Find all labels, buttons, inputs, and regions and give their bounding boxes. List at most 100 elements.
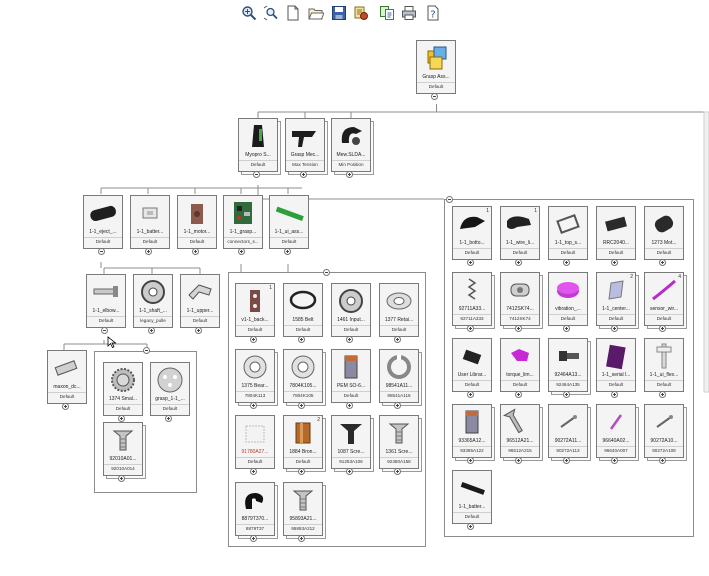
component-node-b1[interactable]: 1-1_eject_...Default (83, 195, 123, 255)
component-card[interactable]: 7804K105...7804K105 (283, 349, 323, 403)
component-node-r12[interactable]: torque_lim...Default (500, 338, 540, 398)
group-collapse-icon[interactable] (143, 347, 150, 354)
component-card[interactable]: 90272A11...90272A113 (548, 404, 588, 458)
component-card[interactable]: 1-1_shaft_...legacy_pulle (133, 274, 173, 328)
expand-icon[interactable] (659, 457, 666, 464)
zoom-fit-button[interactable] (240, 3, 258, 22)
component-card[interactable]: 1-1_eject_...Default (83, 195, 123, 249)
component-card[interactable]: 90272A10...90272A108 (644, 404, 684, 458)
component-node-m5[interactable]: 1375 Bear...7804K113 (235, 349, 278, 409)
component-card[interactable]: 1-1_elbow...Default (86, 274, 126, 328)
component-card[interactable]: 98541A11...98541A116 (379, 349, 419, 403)
component-card[interactable]: 1-1_motor...Default (177, 195, 217, 249)
expand-icon[interactable] (659, 259, 666, 266)
component-card[interactable]: 1461 Input...Default (331, 283, 371, 337)
expand-icon[interactable] (346, 336, 353, 343)
component-card[interactable]: PEM SO-6...Default (331, 349, 371, 403)
component-node-b2[interactable]: 1-1_batter...Default (130, 195, 170, 255)
component-node-a1[interactable]: Myopro S...Default (238, 118, 281, 178)
expand-icon[interactable] (515, 457, 522, 464)
collapse-icon[interactable] (253, 171, 260, 178)
help-button[interactable]: ? (424, 3, 442, 22)
component-node-r5[interactable]: 1273 Mot...Default (644, 206, 684, 266)
expand-icon[interactable] (659, 325, 666, 332)
component-card[interactable]: 1377 Retai...Default (379, 283, 419, 337)
copy-button[interactable] (378, 3, 396, 22)
component-card[interactable]: 1-1_grasp...connectors_s... (223, 195, 263, 249)
expand-icon[interactable] (394, 336, 401, 343)
component-node-r6[interactable]: 92711A33...92711A333 (452, 272, 495, 332)
expand-icon[interactable] (467, 391, 474, 398)
component-card[interactable]: torque_lim...Default (500, 338, 540, 392)
component-card[interactable]: 96640A02...96640A007 (596, 404, 636, 458)
component-card[interactable]: 1-1_upper...Default (180, 274, 220, 328)
component-node-r8[interactable]: vibration_...Default (548, 272, 588, 332)
expand-icon[interactable] (515, 259, 522, 266)
component-node-r17[interactable]: 96512A21...96512A215 (500, 404, 543, 464)
component-node-r14[interactable]: 1-1_serial l...Default (596, 338, 636, 398)
expand-icon[interactable] (298, 468, 305, 475)
expand-icon[interactable] (300, 171, 307, 178)
component-node-b3[interactable]: 1-1_motor...Default (177, 195, 217, 255)
expand-icon[interactable] (118, 415, 125, 422)
component-card[interactable]: 1361 Scre...92380A158 (379, 415, 419, 469)
expand-icon[interactable] (563, 325, 570, 332)
zoom-area-button[interactable] (262, 3, 280, 22)
expand-icon[interactable] (250, 468, 257, 475)
expand-icon[interactable] (563, 457, 570, 464)
component-card[interactable]: 7412SK74...7412SK74 (500, 272, 540, 326)
new-button[interactable] (284, 3, 302, 22)
expand-icon[interactable] (467, 325, 474, 332)
expand-icon[interactable] (62, 403, 69, 410)
save-button[interactable] (330, 3, 348, 22)
print-button[interactable] (400, 3, 418, 22)
component-card[interactable]: Grasp Mec...Max Tension (285, 118, 325, 172)
expand-icon[interactable] (659, 391, 666, 398)
group-collapse-icon[interactable] (323, 269, 330, 276)
component-card[interactable]: maxon_dc...Default (47, 350, 87, 404)
component-node-m11[interactable]: 1087 Scre...91253A106 (331, 415, 374, 475)
expand-icon[interactable] (611, 391, 618, 398)
component-node-m6[interactable]: 7804K105...7804K105 (283, 349, 326, 409)
component-card[interactable]: grasp_1-1_...Default (150, 362, 190, 416)
expand-icon[interactable] (284, 248, 291, 255)
component-node-a3[interactable]: Mew.SLDA...Min Position (331, 118, 374, 178)
component-card[interactable]: 8879T370...8879T37 (235, 482, 275, 536)
component-card[interactable]: vibration_...Default (548, 272, 588, 326)
component-node-d1[interactable]: 1374 Smal...Default (103, 362, 143, 422)
component-node-c2[interactable]: 1-1_shaft_...legacy_pulle (133, 274, 173, 334)
component-card[interactable]: Grasp Ass...Default (416, 40, 456, 94)
expand-icon[interactable] (611, 259, 618, 266)
component-card[interactable]: Mew.SLDA...Min Position (331, 118, 371, 172)
component-node-r3[interactable]: 1-1_top_s...Default (548, 206, 588, 266)
expand-icon[interactable] (467, 523, 474, 530)
expand-icon[interactable] (394, 468, 401, 475)
expand-icon[interactable] (346, 468, 353, 475)
component-card[interactable]: 96512A21...96512A215 (500, 404, 540, 458)
component-card[interactable]: 1-1_ui_flex...Default (644, 338, 684, 392)
group-collapse-icon[interactable] (446, 196, 453, 203)
component-node-r18[interactable]: 90272A11...90272A113 (548, 404, 591, 464)
component-node-m12[interactable]: 1361 Scre...92380A158 (379, 415, 422, 475)
component-node-c1[interactable]: 1-1_elbow...Default (86, 274, 126, 334)
expand-icon[interactable] (298, 402, 305, 409)
component-card[interactable]: 1-1_batter...Default (130, 195, 170, 249)
component-node-r13[interactable]: 92464A13...92464A135 (548, 338, 591, 398)
component-node-b5[interactable]: 1-1_ui_ass...Default (269, 195, 309, 255)
expand-icon[interactable] (515, 325, 522, 332)
component-card[interactable]: 1374 Smal...Default (103, 362, 143, 416)
expand-icon[interactable] (250, 402, 257, 409)
expand-icon[interactable] (165, 415, 172, 422)
component-node-m9[interactable]: 91780A27...Default (235, 415, 275, 475)
component-card[interactable]: 91780A27...Default (235, 415, 275, 469)
options-button[interactable] (352, 3, 370, 22)
